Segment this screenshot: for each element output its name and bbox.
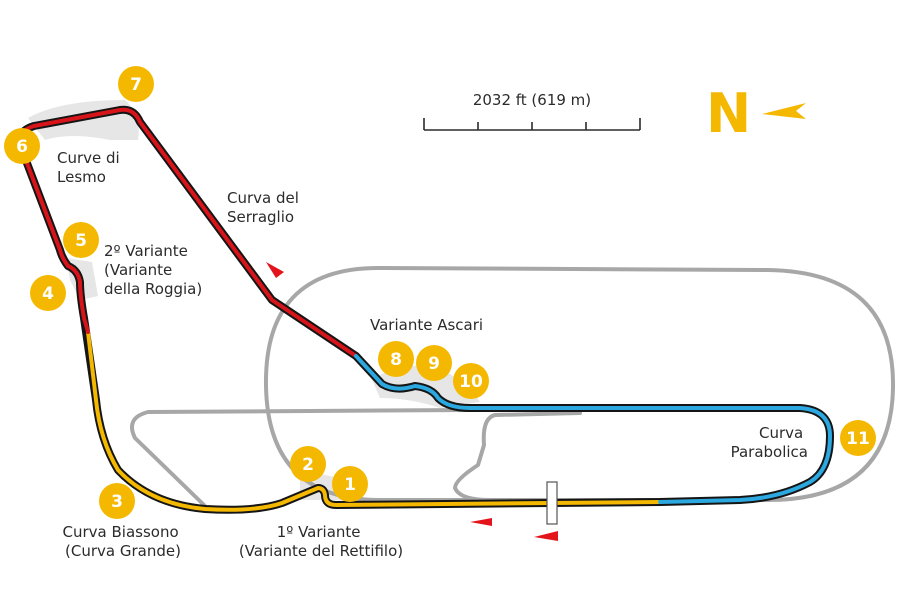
svg-text:9: 9 <box>428 354 440 374</box>
svg-text:7: 7 <box>130 75 142 95</box>
sector-2 <box>17 107 358 358</box>
north-letter: N <box>706 82 751 145</box>
corner-badge-4: 4 <box>30 275 66 311</box>
label-serraglio: Curva del Serraglio <box>227 189 304 226</box>
svg-text:1: 1 <box>344 475 356 495</box>
svg-text:8: 8 <box>390 350 402 370</box>
label-parabolica: Curva Parabolica <box>731 424 808 461</box>
label-biassono: Curva Biassono (Curva Grande) <box>63 523 184 560</box>
oval-outer <box>263 266 896 502</box>
start-finish-line <box>546 481 558 525</box>
corner-badge-5: 5 <box>63 222 99 258</box>
corner-badge-2: 2 <box>290 446 326 482</box>
svg-text:5: 5 <box>75 231 87 251</box>
corner-badge-1: 1 <box>332 466 368 502</box>
svg-text:2: 2 <box>302 455 314 475</box>
oval-track <box>130 266 896 508</box>
corner-badge-3: 3 <box>99 483 135 519</box>
label-rettifilo: 1º Variante (Variante del Rettifilo) <box>239 523 403 560</box>
main-track <box>15 105 834 514</box>
corner-badge-9: 9 <box>416 345 452 381</box>
marker-straight-1 <box>470 518 492 526</box>
corner-labels: 1º Variante (Variante del Rettifilo) Cur… <box>57 149 808 560</box>
marker-straight-2 <box>534 531 558 541</box>
junior-circuit <box>130 407 582 508</box>
svg-text:3: 3 <box>111 492 123 512</box>
marker-serraglio <box>266 262 284 278</box>
corner-badges: 1 2 3 4 5 6 7 8 9 10 11 <box>4 66 876 519</box>
svg-text:11: 11 <box>846 429 870 449</box>
sector-1 <box>86 330 662 512</box>
label-lesmo: Curve di Lesmo <box>57 149 125 186</box>
corner-badge-7: 7 <box>118 66 154 102</box>
label-roggia: 2º Variante (Variante della Roggia) <box>104 242 202 298</box>
corner-badge-10: 10 <box>453 363 489 399</box>
svg-text:4: 4 <box>42 284 54 304</box>
svg-text:10: 10 <box>459 372 483 392</box>
north-arrow-icon <box>762 103 806 119</box>
sector-3 <box>354 354 832 504</box>
track-outline <box>15 105 834 514</box>
svg-text:6: 6 <box>16 137 28 157</box>
corner-badge-6: 6 <box>4 128 40 164</box>
sector-markers <box>266 262 558 541</box>
scale-bar <box>423 118 641 131</box>
corner-badge-8: 8 <box>378 341 414 377</box>
corner-badge-11: 11 <box>840 420 876 456</box>
scale-label: 2032 ft (619 m) <box>473 91 591 109</box>
label-ascari: Variante Ascari <box>370 316 483 334</box>
